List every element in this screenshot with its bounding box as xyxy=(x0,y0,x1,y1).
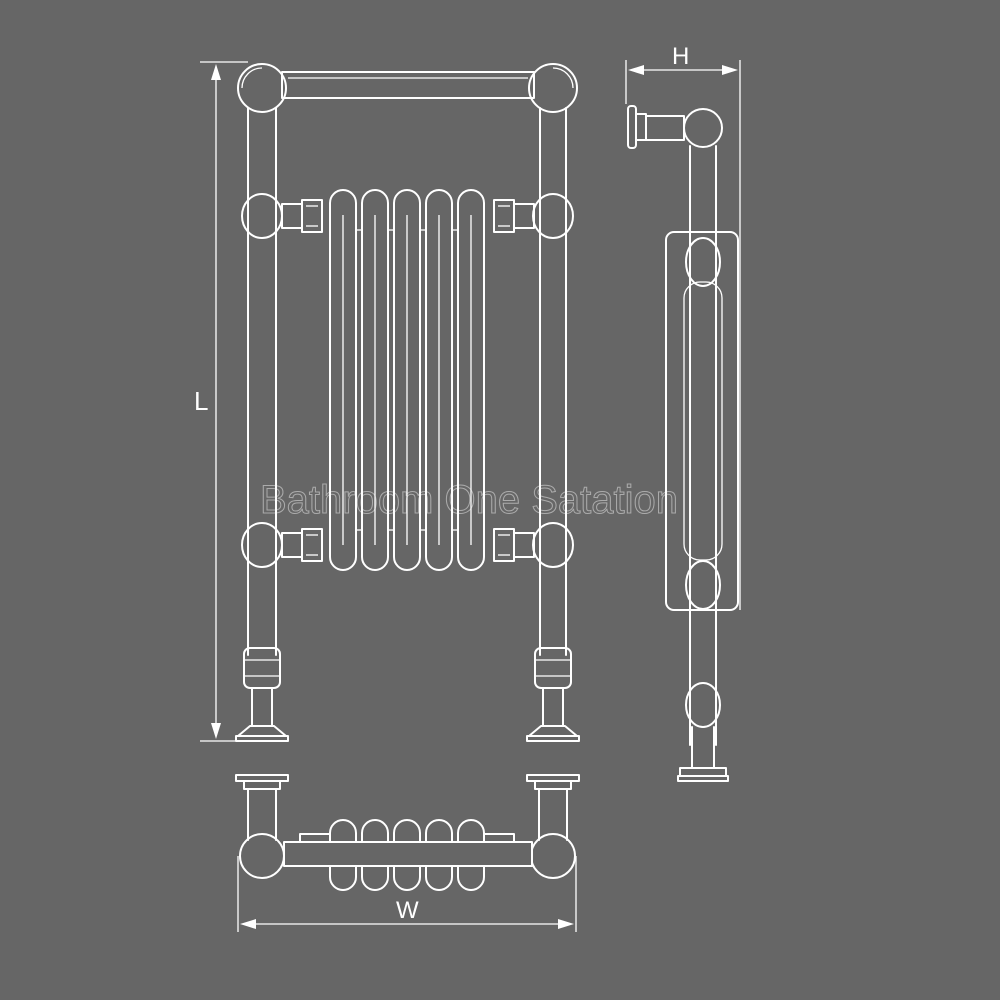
side-pipe xyxy=(677,145,729,782)
height-dimension xyxy=(200,61,248,742)
side-view: H xyxy=(625,43,741,782)
right-leg xyxy=(526,107,580,742)
depth-dim-label: H xyxy=(672,43,689,70)
top-right-elbow xyxy=(528,63,578,113)
height-dim-label: L xyxy=(194,386,208,416)
radiator-side-profile xyxy=(665,231,739,611)
watermark-text: Bathroom One Satation xyxy=(260,478,678,522)
left-connectors xyxy=(281,199,323,562)
depth-dimension xyxy=(625,60,741,610)
top-view-left-post xyxy=(235,774,289,879)
front-view: L xyxy=(194,61,580,742)
top-rail xyxy=(281,71,535,99)
top-view-rail xyxy=(283,833,533,867)
wall-bracket xyxy=(627,105,723,149)
width-dim-label: W xyxy=(396,897,419,924)
top-view: W xyxy=(235,774,580,932)
top-view-right-post xyxy=(526,774,580,879)
left-leg xyxy=(235,107,289,742)
radiator-columns xyxy=(329,189,485,571)
width-dimension xyxy=(237,856,577,932)
right-connectors xyxy=(493,199,535,562)
top-left-elbow xyxy=(237,63,287,113)
